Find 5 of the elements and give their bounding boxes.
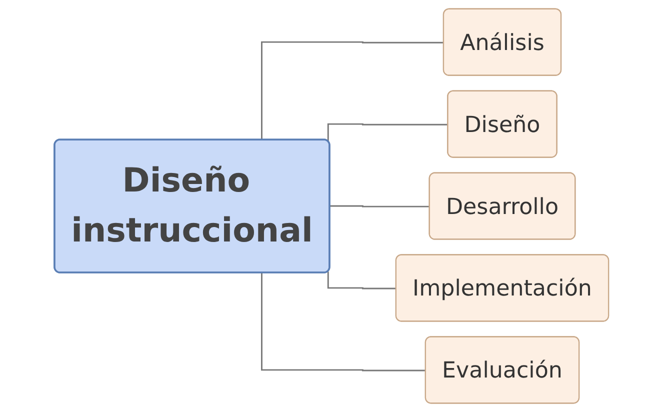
- connector: [327, 272, 396, 290]
- connector: [261, 273, 426, 372]
- connector: [327, 123, 448, 142]
- connector: [329, 205, 430, 208]
- connector: [261, 41, 444, 140]
